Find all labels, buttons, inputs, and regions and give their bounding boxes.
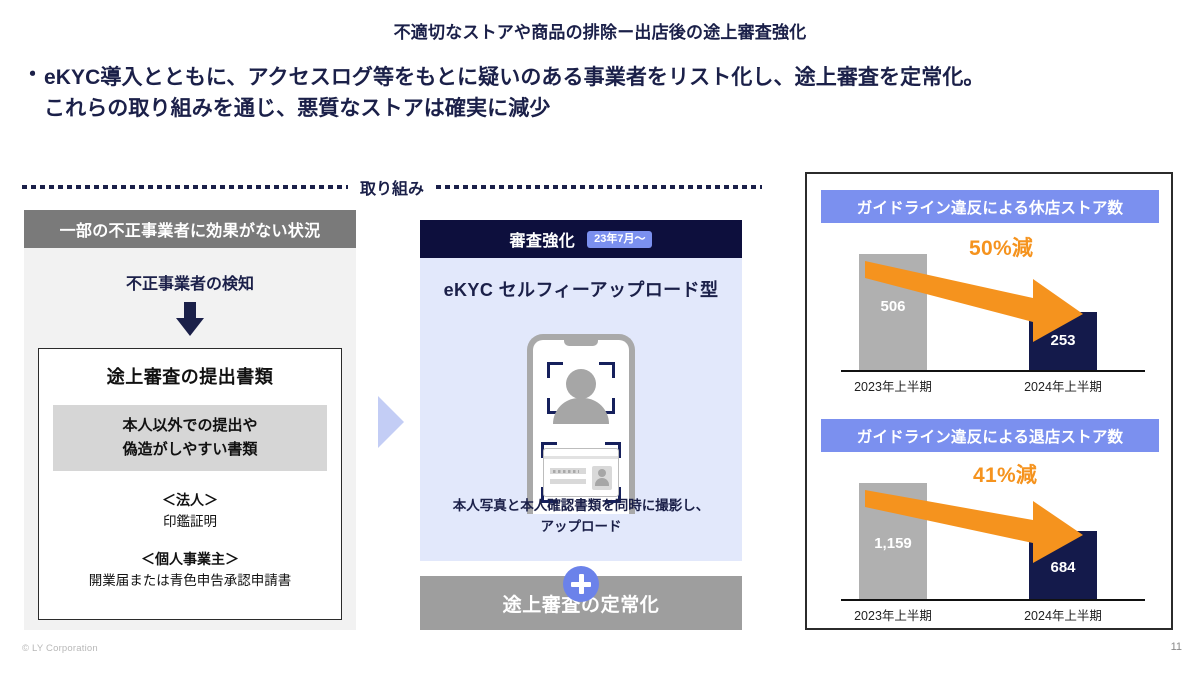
chart-2-title: ガイドライン違反による退店ストア数 bbox=[821, 419, 1159, 452]
chart-1-value-2023: 506 bbox=[880, 297, 906, 315]
center-panel-body: eKYC セルフィーアップロード型 bbox=[420, 258, 742, 561]
focus-bracket-tr-icon bbox=[599, 362, 615, 378]
date-badge: 23年7月〜 bbox=[587, 230, 653, 248]
ekyc-caption-line-2: アップロード bbox=[540, 519, 622, 534]
dashed-line-right bbox=[436, 185, 763, 189]
section-divider: 取り組み bbox=[22, 176, 763, 198]
documents-warning-line-2: 偽造がしやすい書類 bbox=[122, 441, 258, 458]
documents-warning-line-1: 本人以外での提出や bbox=[122, 417, 258, 434]
phone-notch bbox=[564, 339, 598, 346]
chart-2-xlabel-1: 2024年上半期 bbox=[1024, 609, 1102, 623]
plus-icon bbox=[563, 566, 599, 602]
chart-1-axis bbox=[841, 369, 1145, 372]
id-bracket-tr-icon bbox=[605, 442, 621, 458]
ekyc-caption-line-1: 本人写真と本人確認書類を同時に撮影し、 bbox=[452, 498, 710, 513]
ekyc-caption: 本人写真と本人確認書類を同時に撮影し、 アップロード bbox=[420, 495, 742, 537]
corporate-docs: ＜法人＞ 印鑑証明 bbox=[39, 489, 341, 532]
id-bracket-br-icon bbox=[605, 487, 621, 503]
chart-1-annotation: 50%減 bbox=[969, 237, 1034, 260]
sole-proprietor-docs-value: 開業届または青色申告承認申請書 bbox=[88, 573, 292, 588]
chart-2-axis bbox=[841, 598, 1145, 601]
copyright: © LY Corporation bbox=[22, 643, 98, 654]
focus-bracket-br-icon bbox=[599, 398, 615, 414]
page-number: 11 bbox=[1170, 641, 1182, 653]
center-panel: 審査強化 23年7月〜 eKYC セルフィーアップロード型 bbox=[420, 220, 742, 630]
page-title: 不適切なストアや商品の排除ー出店後の途上審査強化 bbox=[393, 23, 807, 42]
chart-退店: ガイドライン違反による退店ストア数 1,159 684 41%減 2023年上半… bbox=[807, 403, 1171, 632]
dashed-line-left bbox=[22, 185, 348, 189]
chart-2-decrease-arrow-icon bbox=[865, 490, 1083, 563]
left-panel: 一部の不正事業者に効果がない状況 不正事業者の検知 途上審査の提出書類 本人以外… bbox=[24, 210, 356, 630]
chart-2-value-2023: 1,159 bbox=[874, 534, 912, 552]
corporate-docs-value: 印鑑証明 bbox=[163, 514, 217, 529]
chart-休店: ガイドライン違反による休店ストア数 506 253 50%減 2023年上半期 … bbox=[807, 174, 1171, 403]
sole-proprietor-docs-heading: ＜個人事業主＞ bbox=[141, 551, 239, 567]
bullet-text: eKYC導入とともに、アクセスログ等をもとに疑いのある事業者をリスト化し、途上審… bbox=[44, 62, 985, 124]
sole-proprietor-docs: ＜個人事業主＞ 開業届または青色申告承認申請書 bbox=[39, 548, 341, 591]
focus-bracket-tl-icon bbox=[547, 362, 563, 378]
id-bracket-bl-icon bbox=[541, 487, 557, 503]
person-head-icon bbox=[566, 369, 596, 399]
flow-arrow-right-icon bbox=[378, 396, 404, 448]
bullet-line-1: eKYC導入とともに、アクセスログ等をもとに疑いのある事業者をリスト化し、途上審… bbox=[44, 66, 985, 89]
chart-1-decrease-arrow-icon bbox=[865, 261, 1083, 342]
chart-2-value-2024: 684 bbox=[1050, 558, 1076, 576]
corporate-docs-heading: ＜法人＞ bbox=[162, 492, 218, 508]
detect-label: 不正事業者の検知 bbox=[125, 276, 254, 293]
chart-1-xlabel-0: 2023年上半期 bbox=[854, 380, 932, 394]
bullet-line-2: これらの取り組みを通じ、悪質なストアは確実に減少 bbox=[44, 97, 551, 120]
chart-2-annotation: 41%減 bbox=[973, 464, 1038, 487]
center-panel-header: 審査強化 23年7月〜 bbox=[420, 220, 742, 258]
bullet-block: ・ eKYC導入とともに、アクセスログ等をもとに疑いのある事業者をリスト化し、途… bbox=[22, 62, 1152, 124]
id-card-icon bbox=[543, 448, 619, 497]
left-panel-header: 一部の不正事業者に効果がない状況 bbox=[24, 210, 356, 248]
smartphone-illustration bbox=[527, 334, 635, 514]
chart-1-plot: 506 253 50%減 bbox=[821, 236, 1159, 372]
chart-2-xlabel-0: 2023年上半期 bbox=[854, 609, 932, 623]
documents-warning: 本人以外での提出や 偽造がしやすい書類 bbox=[53, 405, 327, 471]
id-bracket-tl-icon bbox=[541, 442, 557, 458]
documents-title: 途上審査の提出書類 bbox=[106, 367, 274, 387]
section-label: 取り組み bbox=[360, 181, 425, 198]
ekyc-title: eKYC セルフィーアップロード型 bbox=[443, 280, 719, 300]
chart-1-value-2024: 253 bbox=[1050, 331, 1076, 349]
center-panel-title: 審査強化 bbox=[509, 233, 576, 250]
chart-2-plot: 1,159 684 41%減 bbox=[821, 464, 1159, 601]
bullet-row: ・ eKYC導入とともに、アクセスログ等をもとに疑いのある事業者をリスト化し、途… bbox=[22, 62, 1152, 124]
chart-1-xlabel-1: 2024年上半期 bbox=[1024, 380, 1102, 394]
down-arrow-icon bbox=[173, 302, 207, 336]
chart-1-title: ガイドライン違反による休店ストア数 bbox=[821, 190, 1159, 223]
charts-panel: ガイドライン違反による休店ストア数 506 253 50%減 2023年上半期 … bbox=[805, 172, 1173, 630]
bullet-marker: ・ bbox=[22, 63, 43, 86]
documents-box: 途上審査の提出書類 本人以外での提出や 偽造がしやすい書類 ＜法人＞ 印鑑証明 … bbox=[38, 348, 342, 620]
